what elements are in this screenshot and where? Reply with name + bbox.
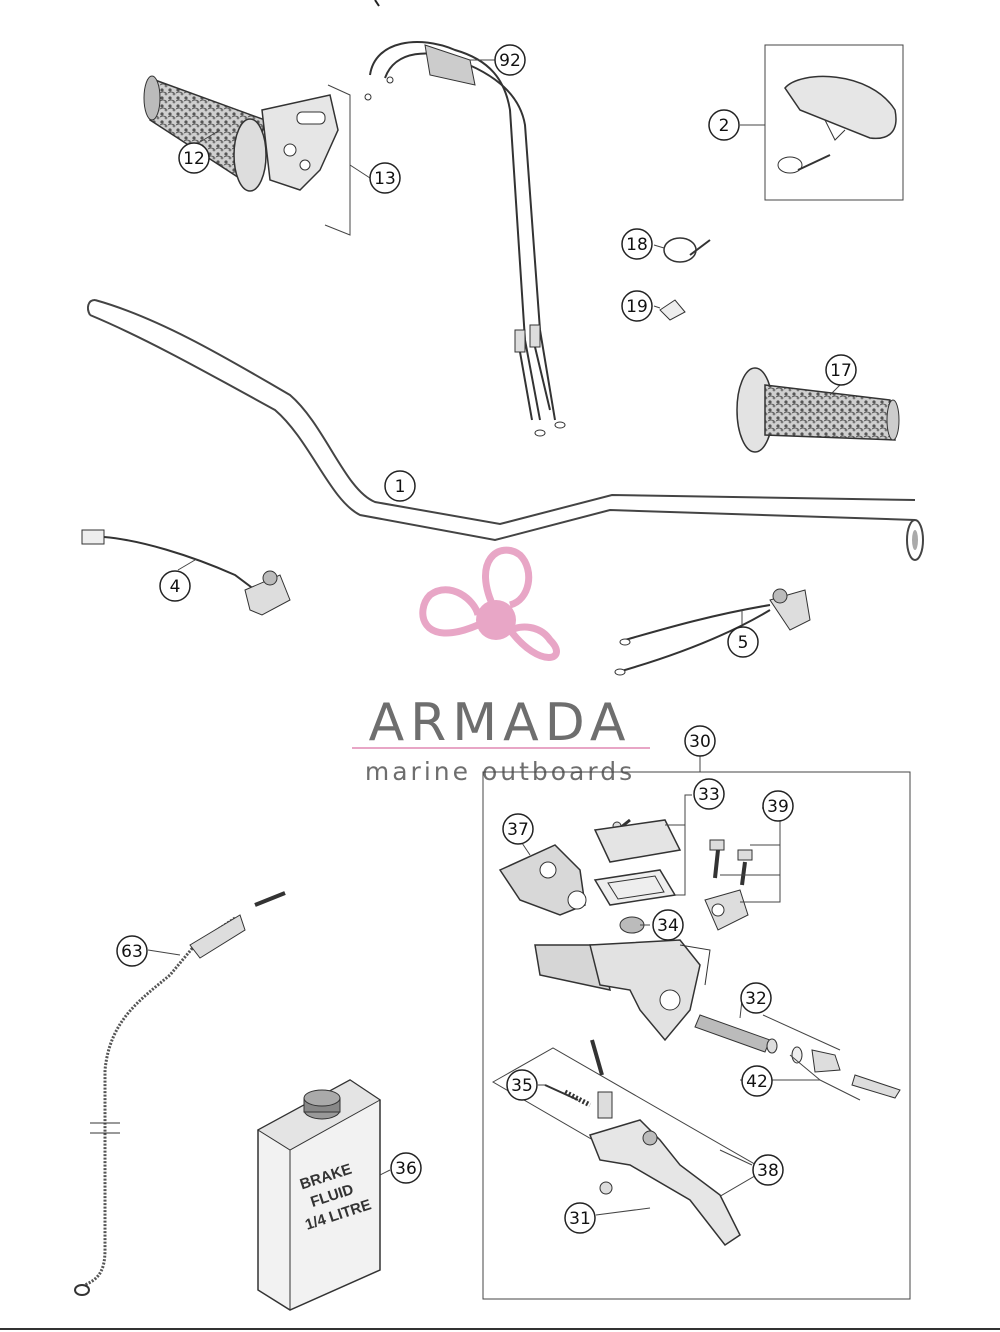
svg-text:4: 4 [170,577,181,597]
handlebar [86,299,924,561]
kill-switch-left [81,529,291,616]
reservoir-cover [593,819,682,906]
left-grip [736,367,900,453]
svg-text:36: 36 [395,1159,417,1179]
callout-4: 4 [159,570,191,602]
svg-text:35: 35 [511,1076,533,1096]
svg-text:92: 92 [499,51,521,71]
svg-text:38: 38 [757,1161,779,1181]
svg-text:30: 30 [689,732,711,752]
callout-31: 31 [564,1202,596,1234]
svg-text:17: 17 [830,361,852,381]
brake-line [74,891,286,1296]
callout-33: 33 [693,778,725,810]
svg-text:42: 42 [746,1072,768,1092]
brake-lever [544,1039,741,1247]
svg-text:63: 63 [121,942,143,962]
clamp-37 [498,844,587,916]
throttle-cables [364,41,566,437]
logo-wordmark: ARMADA [369,693,632,753]
brake-assembly-box [482,771,911,1300]
callout-42: 42 [741,1065,773,1097]
kill-switch-right [614,588,811,676]
callout-32: 32 [740,982,772,1014]
brake-master-cylinder [534,939,711,1042]
callout-2: 2 [708,109,740,141]
svg-text:13: 13 [374,169,396,189]
svg-text:5: 5 [738,633,749,653]
callouts: 1 2 4 5 12 13 17 18 19 30 31 32 33 34 35… [116,44,857,1234]
throttle-housing [261,84,351,236]
callout-30: 30 [684,725,716,757]
svg-text:18: 18 [626,235,648,255]
svg-text:31: 31 [569,1209,591,1229]
callout-63: 63 [116,935,148,967]
callout-18: 18 [621,228,653,260]
callout-19: 19 [621,290,653,322]
piston-kit [694,1014,901,1099]
svg-text:34: 34 [657,916,679,936]
svg-text:33: 33 [698,785,720,805]
cable-tie [663,237,711,263]
svg-text:1: 1 [395,477,406,497]
svg-text:19: 19 [626,297,648,317]
armada-logo: ARMADA marine outboards [352,546,650,786]
callout-37: 37 [502,813,534,845]
callout-1: 1 [384,470,416,502]
callout-34: 34 [652,909,684,941]
clamp-39 [704,839,753,931]
throttle-grip [143,75,267,192]
svg-text:39: 39 [767,797,789,817]
svg-text:12: 12 [183,149,205,169]
callout-39: 39 [762,790,794,822]
callout-36: 36 [390,1152,422,1184]
svg-text:2: 2 [719,116,730,136]
propeller-icon [419,546,560,661]
callout-35: 35 [506,1069,538,1101]
callout-17: 17 [825,354,857,386]
callout-92: 92 [494,44,526,76]
sleeve [659,299,686,321]
callout-12: 12 [178,142,210,174]
callout-5: 5 [727,626,759,658]
callout-38: 38 [752,1154,784,1186]
svg-text:32: 32 [745,989,767,1009]
callout-13: 13 [369,162,401,194]
svg-text:37: 37 [507,820,529,840]
cover-part-box [764,44,904,201]
brake-fluid-can: BRAKE FLUID 1/4 LITRE [257,1079,381,1311]
